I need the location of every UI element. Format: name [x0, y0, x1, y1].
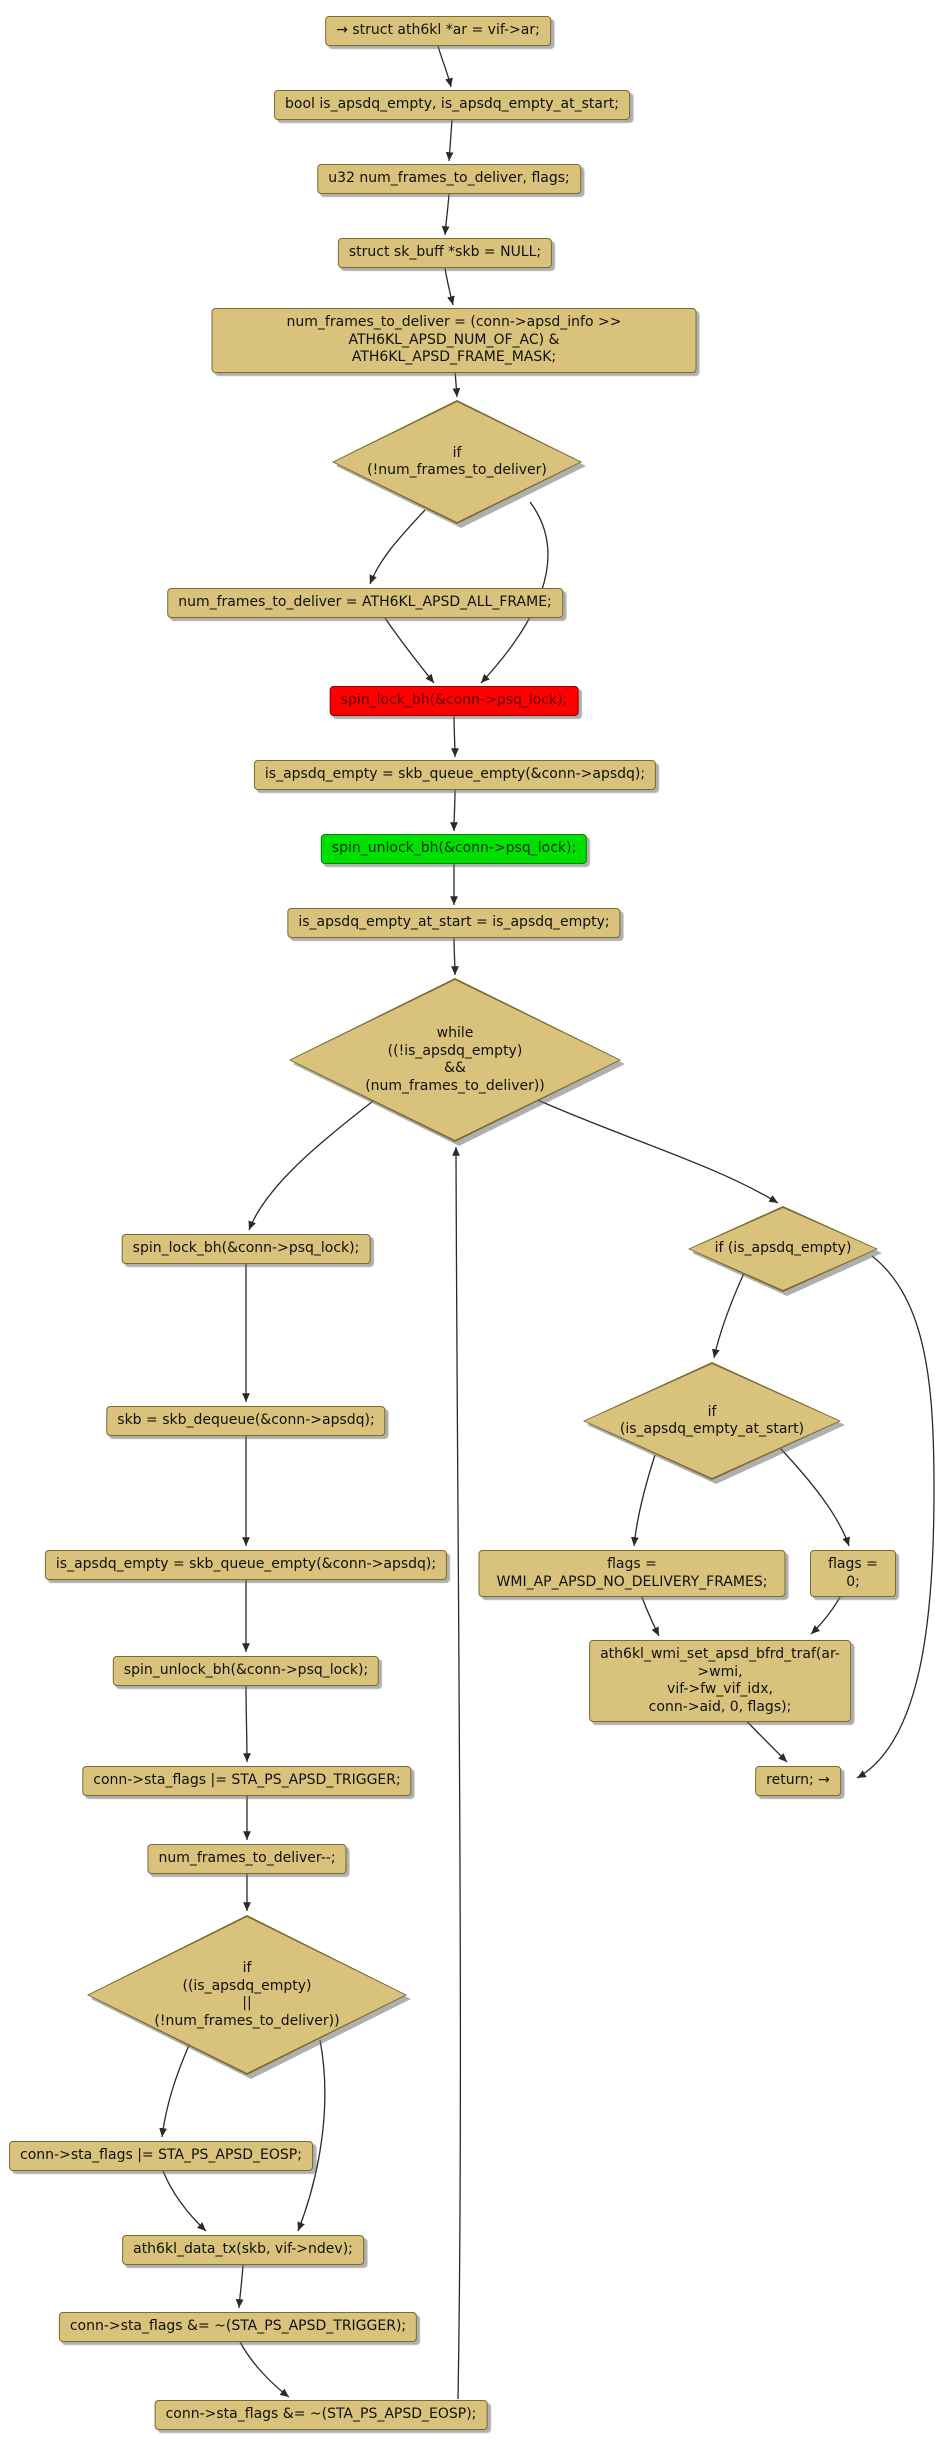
- edge-lock-to-queueempty: [451, 715, 459, 758]
- decision-label: if (is_apsdq_empty): [714, 1240, 852, 1257]
- node-queue-empty-2: is_apsdq_empty = skb_queue_empty(&conn->…: [44, 1550, 448, 1580]
- decision-if-empty: if (is_apsdq_empty): [688, 1206, 882, 1296]
- node-decrement: num_frames_to_deliver--;: [147, 1844, 347, 1874]
- decision-label: while ((!is_apsdq_empty) && (num_frames_…: [365, 1025, 545, 1094]
- edge-atstart-to-while: [451, 937, 459, 976]
- node-skb-dequeue: skb = skb_dequeue(&conn->apsdq);: [106, 1406, 386, 1436]
- edge-ifempty-false-to-return: [856, 1255, 935, 1779]
- decision-label: if (is_apsdq_empty_at_start): [619, 1403, 805, 1438]
- node-declare-u32: u32 num_frames_to_deliver, flags;: [317, 164, 581, 194]
- node-set-eosp: conn->sta_flags |= STA_PS_APSD_EOSP;: [9, 2141, 313, 2171]
- node-calc-frames: num_frames_to_deliver = (conn->apsd_info…: [211, 308, 697, 373]
- edge-skb-to-calc: [444, 267, 455, 306]
- node-clear-trigger: conn->sta_flags &= ~(STA_PS_APSD_TRIGGER…: [58, 2312, 418, 2342]
- edge-datatx-to-cleartrig: [235, 2264, 244, 2309]
- decision-while-loop: while ((!is_apsdq_empty) && (num_frames_…: [289, 978, 625, 1146]
- node-declare-skb: struct sk_buff *skb = NULL;: [337, 238, 553, 268]
- node-spin-lock-2: spin_lock_bh(&conn->psq_lock);: [121, 1234, 371, 1264]
- node-spin-unlock-1: spin_unlock_bh(&conn->psq_lock);: [320, 834, 588, 864]
- node-spin-unlock-2: spin_unlock_bh(&conn->psq_lock);: [112, 1656, 380, 1686]
- edge-eosp-to-datatx: [162, 2170, 207, 2232]
- node-declare-ar: → struct ath6kl *ar = vif->ar;: [325, 16, 551, 46]
- node-set-all-frame: num_frames_to_deliver = ATH6KL_APSD_ALL_…: [167, 588, 563, 618]
- edge-start-to-bool: [437, 45, 453, 88]
- edge-u32-to-skb: [441, 193, 450, 236]
- edge-cleartrig-to-cleareosp: [239, 2341, 290, 2398]
- node-queue-empty-1: is_apsdq_empty = skb_queue_empty(&conn->…: [253, 760, 657, 790]
- node-declare-bool: bool is_apsdq_empty, is_apsdq_empty_at_s…: [274, 90, 630, 120]
- edge-bool-to-u32: [445, 119, 454, 162]
- node-flags-zero: flags = 0;: [810, 1550, 896, 1597]
- decision-if-empty-at-start: if (is_apsdq_empty_at_start): [583, 1362, 845, 1484]
- edge-allframe-to-lock: [384, 617, 435, 684]
- edge-queueempty-to-unlock: [450, 789, 458, 832]
- node-data-tx: ath6kl_data_tx(skb, vif->ndev);: [122, 2235, 364, 2265]
- decision-label: if ((is_apsdq_empty) || (!num_frames_to_…: [154, 1960, 340, 2029]
- edge-cleareosp-loopback-to-while: [452, 1146, 462, 2400]
- decision-if-no-frames: if (!num_frames_to_deliver): [332, 400, 586, 528]
- node-clear-eosp: conn->sta_flags &= ~(STA_PS_APSD_EOSP);: [154, 2400, 488, 2430]
- node-set-trigger: conn->sta_flags |= STA_PS_APSD_TRIGGER;: [82, 1766, 412, 1796]
- node-flags-no-delivery: flags = WMI_AP_APSD_NO_DELIVERY_FRAMES;: [478, 1550, 786, 1597]
- edge-unlock2-to-trigger: [243, 1685, 251, 1763]
- decision-if-last-frame: if ((is_apsdq_empty) || (!num_frames_to_…: [87, 1915, 411, 2079]
- node-spin-lock-1: spin_lock_bh(&conn->psq_lock);: [329, 686, 579, 716]
- node-return: return; →: [755, 1766, 841, 1796]
- decision-label: if (!num_frames_to_deliver): [367, 444, 547, 479]
- node-wmi-call: ath6kl_wmi_set_apsd_bfrd_traf(ar->wmi, v…: [589, 1640, 851, 1722]
- node-empty-at-start: is_apsdq_empty_at_start = is_apsdq_empty…: [287, 908, 621, 938]
